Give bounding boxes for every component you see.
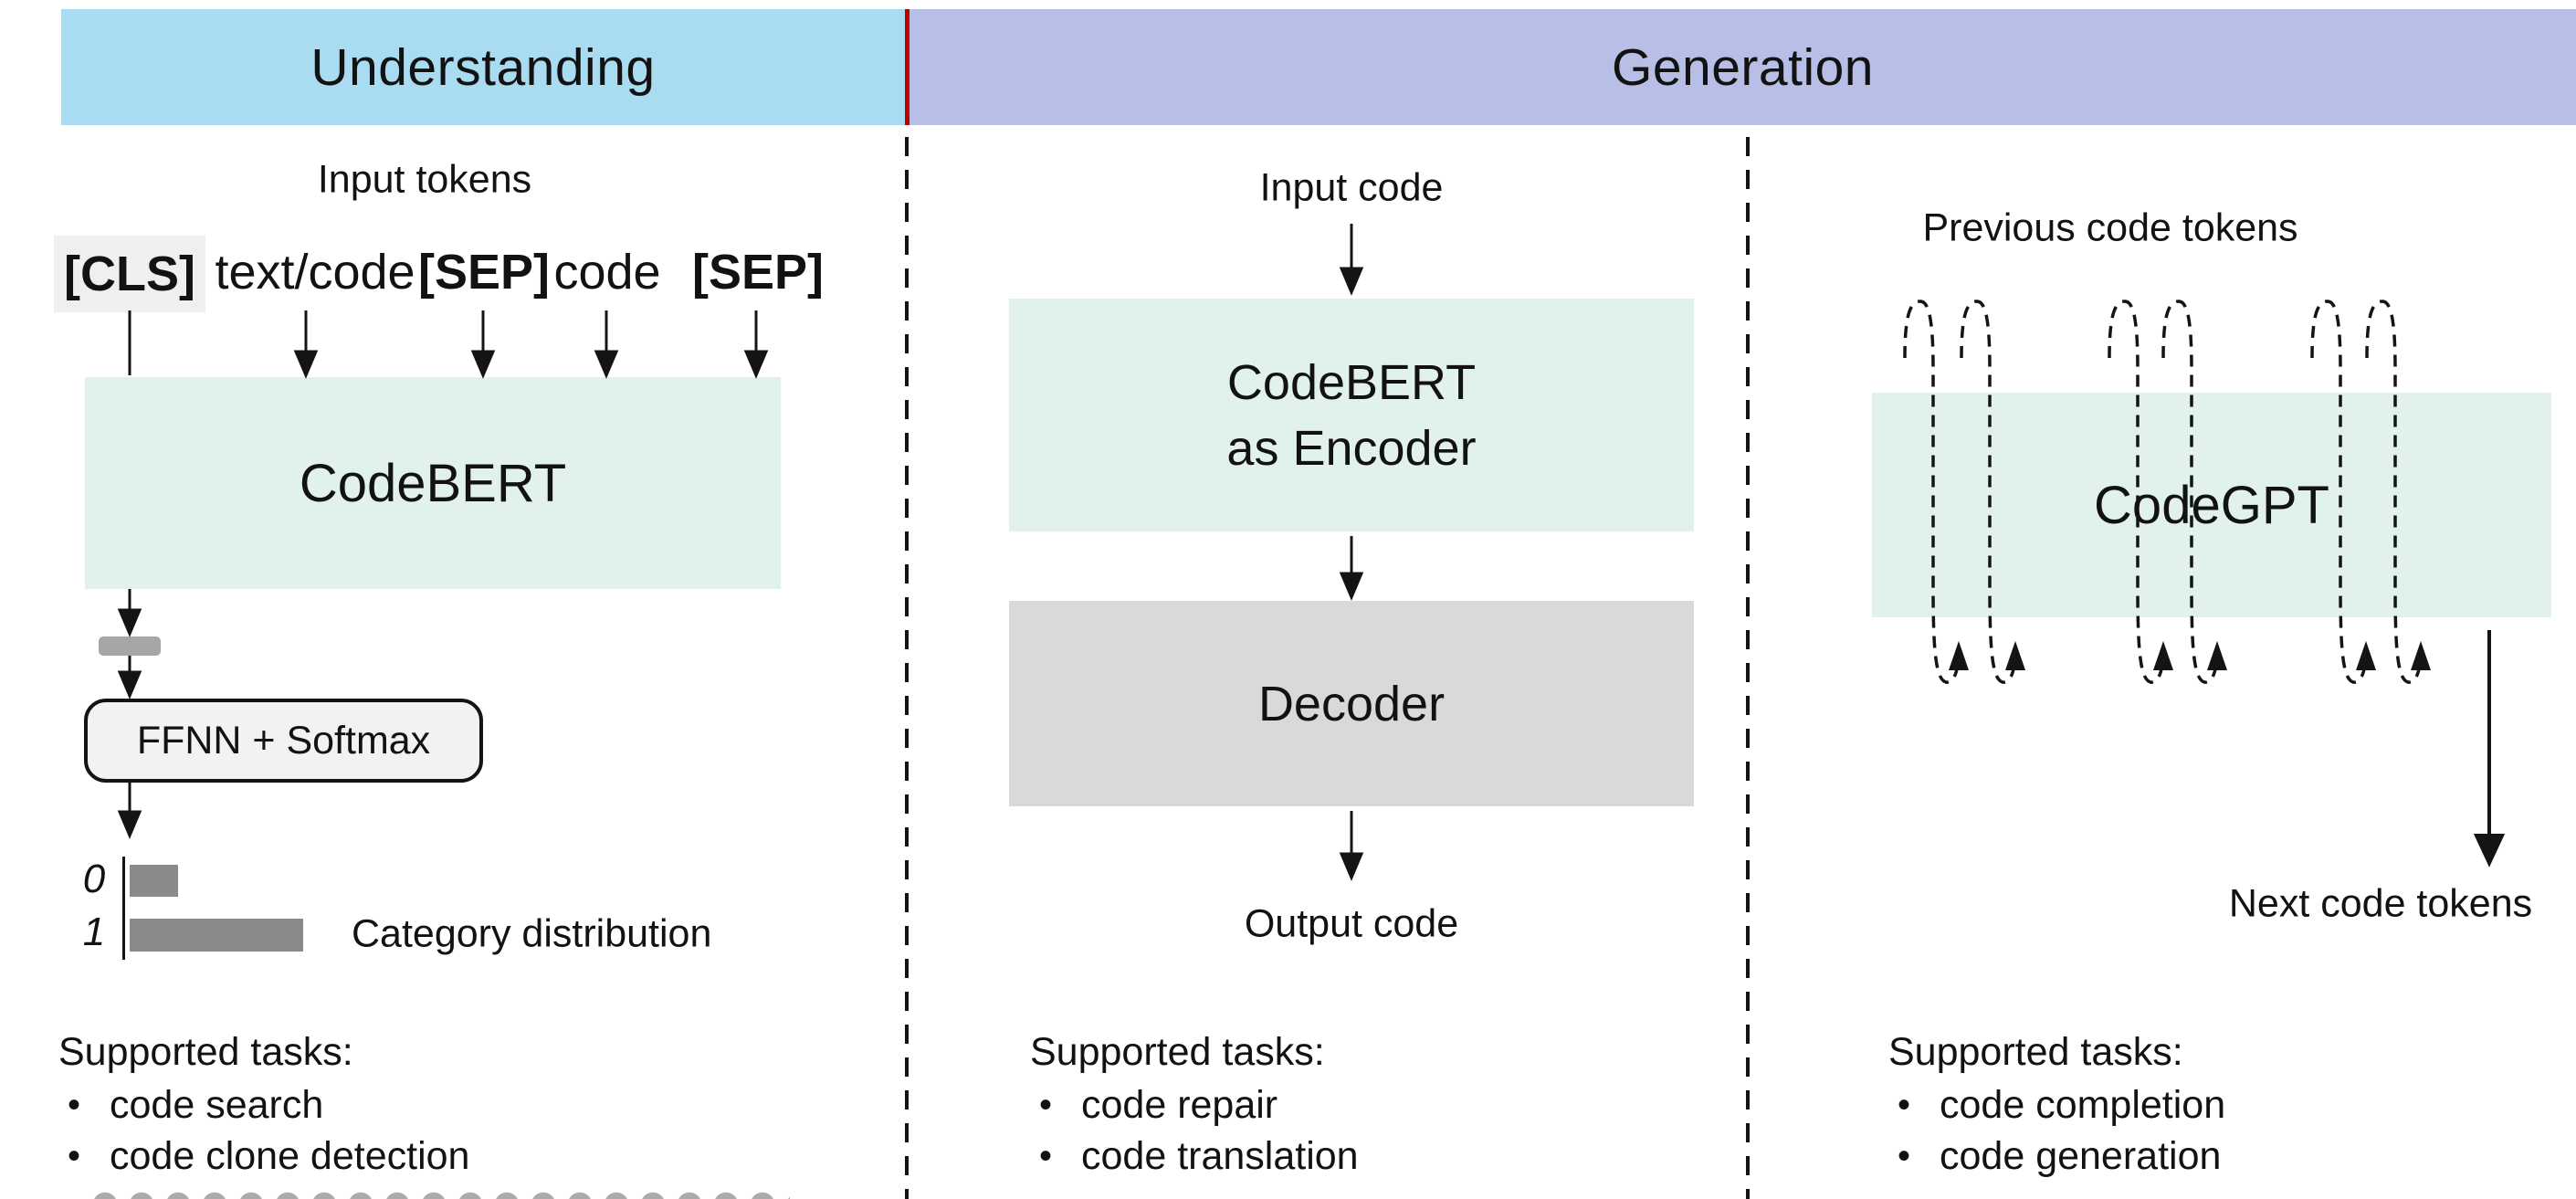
decoder-box: Decoder <box>1009 601 1694 806</box>
understanding-tasks: Supported tasks: • code search • code cl… <box>58 1032 469 1176</box>
ffnn-softmax-box: FFNN + Softmax <box>84 699 483 783</box>
generation-header-label: Generation <box>1611 37 1875 97</box>
task-label: code generation <box>1940 1134 2222 1178</box>
codegpt-box: CodeGPT <box>1872 393 2551 617</box>
task-label: code completion <box>1940 1083 2226 1127</box>
bullet-icon: • <box>1898 1136 1911 1176</box>
distribution-axis <box>122 857 125 960</box>
bullet-icon: • <box>68 1136 81 1176</box>
encoder-label-line2: as Encoder <box>1226 420 1477 476</box>
list-item: • code translation <box>1030 1136 1359 1176</box>
seq2seq-tasks-title: Supported tasks: <box>1030 1030 1325 1074</box>
understanding-header: Understanding <box>61 9 905 125</box>
list-item: • code completion <box>1888 1085 2225 1125</box>
task-label: code search <box>110 1083 324 1127</box>
ffnn-softmax-label: FFNN + Softmax <box>136 718 431 763</box>
bullet-icon: • <box>1039 1085 1053 1125</box>
distribution-bar-1 <box>130 919 303 952</box>
list-item: • code search <box>58 1085 469 1125</box>
understanding-header-label: Understanding <box>310 37 656 97</box>
decoder-box-label: Decoder <box>1257 676 1446 731</box>
token-cls: [CLS] <box>54 236 205 312</box>
bullet-icon: • <box>1039 1136 1053 1176</box>
codebert-box: CodeBERT <box>85 377 781 589</box>
bullet-icon: • <box>1898 1085 1911 1125</box>
list-item: • code clone detection <box>58 1136 469 1176</box>
codebert-box-label: CodeBERT <box>299 453 567 513</box>
generation-header: Generation <box>909 9 2576 125</box>
task-label: code clone detection <box>110 1134 470 1178</box>
encoder-label-line1: CodeBERT <box>1226 354 1477 410</box>
token-code: code <box>553 245 661 300</box>
autoregressive-tasks: Supported tasks: • code completion • cod… <box>1888 1032 2225 1176</box>
input-tokens-label: Input tokens <box>317 157 532 202</box>
bullet-icon: • <box>68 1085 81 1125</box>
understanding-tasks-title: Supported tasks: <box>58 1030 353 1074</box>
next-token-arrow <box>2473 630 2506 868</box>
distribution-bar-0 <box>130 865 178 897</box>
previous-code-tokens-label: Previous code tokens <box>1922 205 2298 250</box>
token-sep-1: [SEP] <box>417 245 551 300</box>
codebert-encoder-box: CodeBERT as Encoder <box>1009 299 1694 531</box>
token-arrows <box>128 310 769 379</box>
next-code-tokens-label: Next code tokens <box>2228 881 2533 926</box>
task-label: code repair <box>1081 1083 1278 1127</box>
distribution-tick-0: 0 <box>82 857 106 901</box>
autoregressive-tasks-title: Supported tasks: <box>1888 1030 2183 1074</box>
list-item: • code repair <box>1030 1085 1359 1125</box>
loop-arrowheads <box>1949 641 2431 670</box>
list-item: • code generation <box>1888 1136 2225 1176</box>
cls-embedding-chip <box>99 636 161 656</box>
token-text-code: text/code <box>215 245 415 300</box>
task-label: code translation <box>1081 1134 1359 1178</box>
header-red-divider <box>905 9 909 125</box>
distribution-tick-1: 1 <box>82 910 106 954</box>
output-code-label: Output code <box>1244 901 1459 946</box>
clipped-text-remnant <box>87 1186 790 1199</box>
input-code-label: Input code <box>1259 165 1444 210</box>
category-distribution-label: Category distribution <box>352 911 712 956</box>
codegpt-box-label: CodeGPT <box>2094 475 2329 535</box>
seq2seq-tasks: Supported tasks: • code repair • code tr… <box>1030 1032 1359 1176</box>
token-sep-2: [SEP] <box>691 245 825 300</box>
